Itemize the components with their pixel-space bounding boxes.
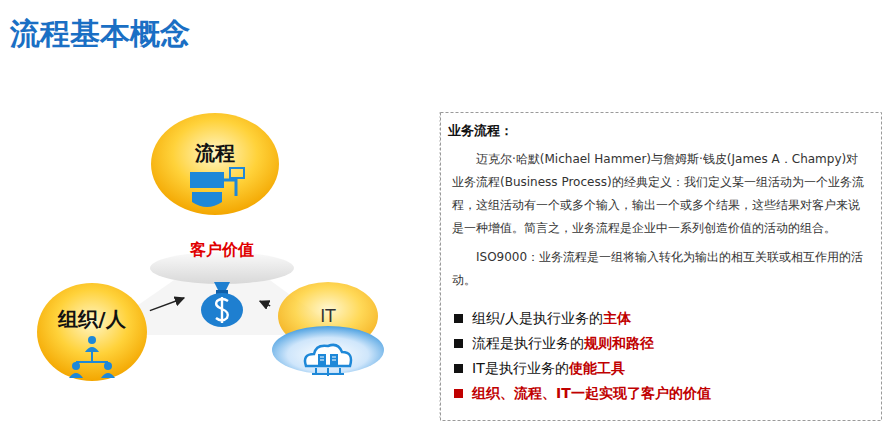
bullet-text: 流程是执行业务的 [472,335,584,351]
node-label: 流程 [150,140,280,167]
bullet-square [454,364,463,373]
definition-panel: 业务流程： 迈克尔·哈默(Michael Hammer)与詹姆斯·钱皮(James… [440,112,882,420]
it-circle-shape [272,282,384,382]
bullet-square [454,339,463,348]
node-label: 组织/人 [36,306,148,333]
node-label: 客户价值 [186,240,258,261]
value-box: 客户价值 [186,238,258,330]
definition-paragraph: ISO9000：业务流程是一组将输入转化为输出的相互关联或相互作用的活动。 [448,246,870,292]
bullet-square [454,314,463,323]
bullet-square [454,389,463,398]
emphasis-text: 主体 [603,310,631,326]
process-circle: 流程 [150,112,280,216]
arrow-connector [150,298,184,311]
bullet-text: 组织/人是执行业务的 [472,310,603,326]
org-circle: 组织/人 [36,282,148,382]
emphasis-text: 规则和路径 [584,335,654,351]
node-label: IT [272,306,384,326]
bullet-row: 流程是执行业务的规则和路径 [448,331,870,356]
it-circle: IT [272,282,384,382]
definition-paragraph: 迈克尔·哈默(Michael Hammer)与詹姆斯·钱皮(James A．Ch… [448,148,870,240]
page-title: 流程基本概念 [10,14,190,55]
arrow-connector [260,301,270,306]
bullet-row: IT是执行业务的使能工具 [448,356,870,381]
emphasis-text: 使能工具 [569,360,625,376]
emphasis-text: 组织、流程、IT一起实现了客户的价值 [472,385,711,401]
bullet-text: IT是执行业务的 [472,360,569,376]
bullet-row: 组织/人是执行业务的主体 [448,306,870,331]
bullet-list: 组织/人是执行业务的主体流程是执行业务的规则和路径IT是执行业务的使能工具组织、… [448,306,870,406]
bullet-row: 组织、流程、IT一起实现了客户的价值 [448,381,870,406]
org-circle-shape [36,282,148,382]
panel-content: 业务流程： 迈克尔·哈默(Michael Hammer)与詹姆斯·钱皮(James… [440,112,882,420]
panel-heading: 业务流程： [448,122,870,140]
